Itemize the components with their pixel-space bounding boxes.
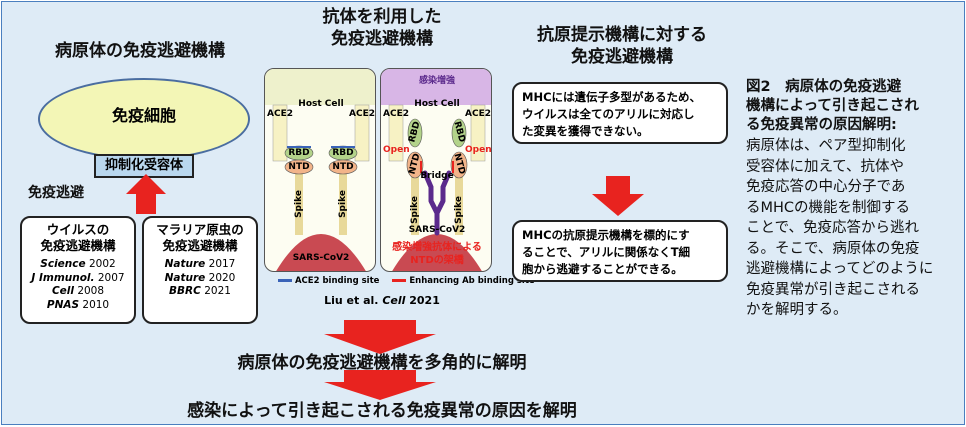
escape-label: 免疫逃避: [28, 185, 84, 201]
receptor-label: 抑制化受容体: [94, 154, 194, 178]
malaria-box-title-line: 免疫逃避機構: [162, 238, 238, 253]
host-cell-label: Host Cell: [414, 99, 460, 109]
ace2-site-legend-label: ACE2 binding site: [294, 276, 380, 286]
virus-ref: Cell 2008: [51, 285, 105, 297]
open-label: Open: [465, 145, 492, 155]
virus-box-title-line: 免疫逃避機構: [40, 238, 116, 253]
immune-cell: 免疫細胞: [38, 78, 250, 160]
virus-ref: J Immunol. 2007: [31, 271, 125, 284]
enhancing-antibody-panel: 感染増強 Host Cell ACE2 ACE2 RBD RBD NTD NTD…: [380, 68, 492, 272]
malaria-box-title-line: マラリア原虫の: [156, 222, 244, 237]
conclusion-second: 感染によって引き起こされる免疫異常の原因を解明: [187, 401, 577, 421]
enhancing-site-legend-label: Enhancing Ab binding site: [409, 276, 535, 286]
bridge-label: Bridge: [420, 171, 454, 181]
open-label: Open: [383, 145, 410, 155]
malaria-ref: Nature 2017: [164, 258, 236, 270]
up-arrow-icon: [126, 174, 166, 214]
citation: Liu et al. Cell 2021: [324, 294, 440, 307]
caption-body: 病原体は、ペア型抑制化 受容体に加えて、抗体や 免疫応答の中心分子であ るMHC…: [746, 138, 934, 318]
sars-label: SARS-CoV2: [292, 253, 350, 263]
ace2-label: ACE2: [383, 109, 409, 119]
ace2-label: ACE2: [465, 109, 491, 119]
binding-site-legend: ACE2 binding site Enhancing Ab binding s…: [278, 276, 535, 286]
host-cell-label: Host Cell: [298, 99, 344, 109]
spike-label: Spike: [337, 190, 348, 218]
down-arrow-icon: [324, 370, 436, 400]
enhancing-site-swatch: [392, 279, 407, 282]
malaria-ref: Nature 2020: [164, 271, 236, 284]
left-title: 病原体の免疫逃避機構: [55, 41, 225, 61]
ntd-label: NTD: [288, 162, 310, 172]
malaria-ref: BBRC 2021: [169, 285, 231, 297]
mhc-targeting-box: MHCの抗原提示機構を標的にす ることで、アリルに関係なくT細 胞から逃避するこ…: [512, 220, 728, 282]
down-arrow-icon: [592, 176, 644, 216]
down-arrow-icon: [324, 320, 436, 354]
mhc-title: 抗原提示機構に対する 免疫逃避機構: [537, 25, 707, 67]
sars-label: SARS-CoV2: [408, 225, 466, 235]
malaria-escape-box: マラリア原虫の 免疫逃避機構 Nature 2017 Nature 2020 B…: [142, 216, 258, 324]
rbd-label: RBD: [288, 148, 310, 158]
spike-label: Spike: [293, 190, 304, 218]
rbd-label: RBD: [332, 148, 354, 158]
ntd-label: NTD: [332, 162, 354, 172]
spike-label: Spike: [453, 196, 464, 224]
ace2-binding-panel: Host Cell ACE2 ACE2 RBD RBD NTD NTD Spik…: [264, 68, 376, 272]
mhc-polymorphism-box: MHCには遺伝子多型があるため、 ウイルスは全てのアリルに対応し た変異を獲得で…: [512, 82, 728, 144]
virus-box-title-line: ウイルスの: [46, 222, 110, 237]
caption-heading: 図2 病原体の免疫逃避 機構によって引き起こされ る免疫異常の原因解明:: [746, 79, 919, 133]
middle-title: 抗体を利用した 免疫逃避機構: [322, 7, 442, 49]
conclusion-first: 病原体の免疫逃避機構を多角的に解明: [237, 353, 527, 373]
virus-escape-box: ウイルスの 免疫逃避機構 Science 2002 J Immunol. 200…: [20, 216, 136, 324]
immune-cell-label: 免疫細胞: [111, 106, 176, 125]
virus-ref: PNAS 2010: [46, 298, 110, 311]
ace2-label: ACE2: [349, 109, 375, 119]
enhance-bottom-label: 感染増強抗体による NTDの架橋: [392, 242, 482, 266]
spike-label: Spike: [409, 196, 420, 224]
ace2-label: ACE2: [267, 109, 293, 119]
ace2-site-swatch: [278, 279, 292, 282]
virus-ref: Science 2002: [40, 258, 116, 270]
enhance-label: 感染増強: [418, 76, 455, 86]
